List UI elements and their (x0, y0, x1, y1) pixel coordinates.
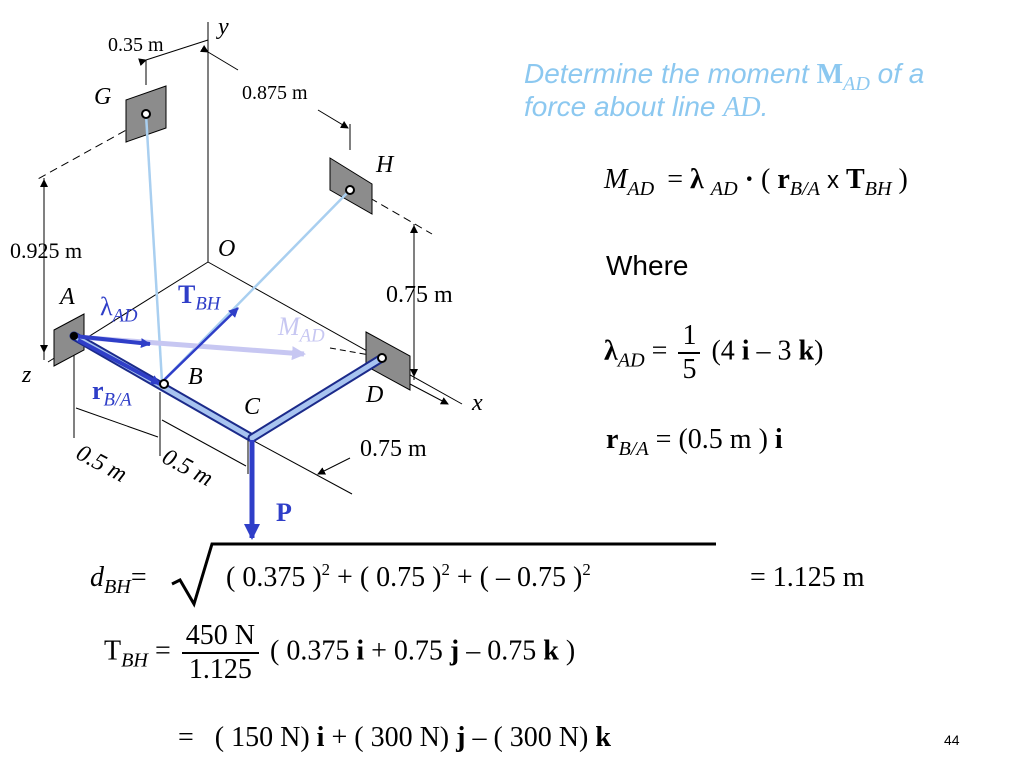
slide-title: Determine the moment MAD of a force abou… (524, 58, 924, 124)
dim-075-right: 0.75 m (386, 282, 453, 308)
cable-bg (144, 113, 164, 383)
t-bh-vector (161, 307, 239, 383)
d-bh-radicand: ( 0.375 )2 + ( 0.75 )2 + ( – 0.75 )2 (226, 560, 591, 593)
point-b-dot (159, 379, 169, 389)
r-ba-vector (77, 338, 161, 386)
dim-075-bottom: 0.75 m (360, 436, 427, 462)
point-g-label: G (94, 84, 112, 110)
x-axis (207, 261, 463, 405)
bracket-d (365, 331, 411, 391)
point-d-dot (377, 353, 387, 363)
y-axis-label: y (218, 14, 229, 40)
point-a-label: A (60, 284, 75, 310)
dim-035: 0.35 m (108, 34, 164, 56)
m-ad-label: MAD (278, 312, 325, 347)
r-ba-label: rB/A (92, 376, 132, 411)
x-axis-label: x (472, 390, 483, 416)
z-axis-label: z (22, 362, 32, 388)
where-label: Where (606, 250, 689, 281)
d-bh-result: = 1.125 m (750, 562, 865, 593)
d-bh-lhs: dBH= (90, 562, 147, 599)
rod-cd (247, 353, 387, 443)
moment-equation: MAD = λ AD · ( rB/A x TBH ) (604, 164, 908, 201)
lambda-ad-label: λAD (100, 292, 138, 327)
page-number: 44 (944, 732, 960, 748)
origin-label: O (218, 236, 236, 262)
point-d-label: D (366, 382, 384, 408)
point-h-dot (345, 185, 355, 195)
p-force-label: P (276, 498, 292, 527)
r-definition: rB/A = (0.5 m ) i (606, 424, 783, 461)
lambda-ad-vector (73, 334, 151, 349)
t-bh-label: TBH (178, 280, 221, 315)
title-line-2: force about line AD. (524, 91, 769, 123)
t-bh-result: = ( 150 N) i + ( 300 N) j – ( 300 N) k (178, 722, 611, 753)
bracket-a (53, 313, 85, 367)
point-b-label: B (188, 364, 203, 390)
radical-sign (171, 542, 716, 608)
dimension-lines (35, 39, 449, 495)
dim-0925: 0.925 m (10, 238, 83, 263)
point-a-dot (70, 332, 78, 340)
point-c-label: C (244, 394, 261, 420)
point-g-dot (141, 109, 151, 119)
title-line-1: Determine the moment MAD of a (524, 58, 925, 96)
dim-0875: 0.875 m (242, 82, 308, 104)
point-h-label: H (376, 152, 394, 178)
